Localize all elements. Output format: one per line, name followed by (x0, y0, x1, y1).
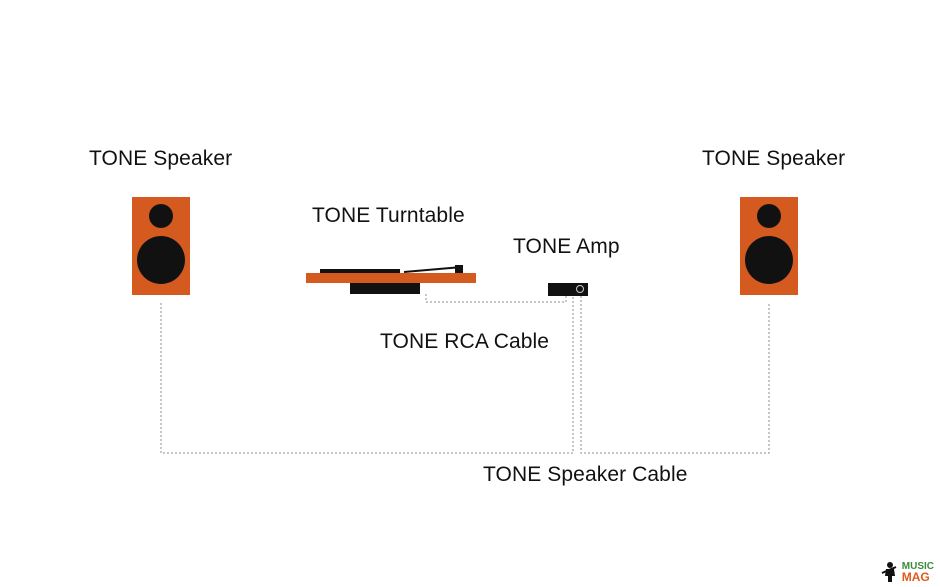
amp-body (548, 283, 588, 296)
amplifier (548, 283, 588, 296)
rca-cable (425, 294, 567, 303)
left-speaker-tweeter (149, 204, 173, 228)
right-speaker-label: TONE Speaker (702, 147, 846, 170)
right-speaker-tweeter (757, 204, 781, 228)
amp-label: TONE Amp (513, 235, 620, 258)
speaker-cable-left (160, 296, 574, 454)
left-speaker-label: TONE Speaker (89, 147, 233, 170)
right-speaker (740, 197, 798, 295)
watermark-logo: MUSIC MAG (880, 561, 934, 583)
watermark-line2: MAG (901, 570, 930, 584)
turntable (306, 265, 476, 294)
turntable-tonearm (403, 266, 463, 273)
turntable-plinth (306, 273, 476, 283)
right-speaker-woofer (745, 236, 793, 284)
turntable-label: TONE Turntable (312, 204, 465, 227)
turntable-platter (320, 269, 400, 273)
turntable-tonearm-base (455, 265, 463, 273)
speaker-cable-right (580, 296, 770, 454)
left-speaker-woofer (137, 236, 185, 284)
watermark-line1: MUSIC (901, 561, 934, 572)
left-speaker (132, 197, 190, 295)
turntable-base (350, 283, 420, 294)
amp-knob (576, 285, 584, 293)
musician-icon (881, 562, 897, 582)
watermark-text: MUSIC MAG (901, 561, 934, 584)
rca-cable-label: TONE RCA Cable (380, 330, 550, 353)
speaker-cable-label: TONE Speaker Cable (483, 463, 688, 486)
